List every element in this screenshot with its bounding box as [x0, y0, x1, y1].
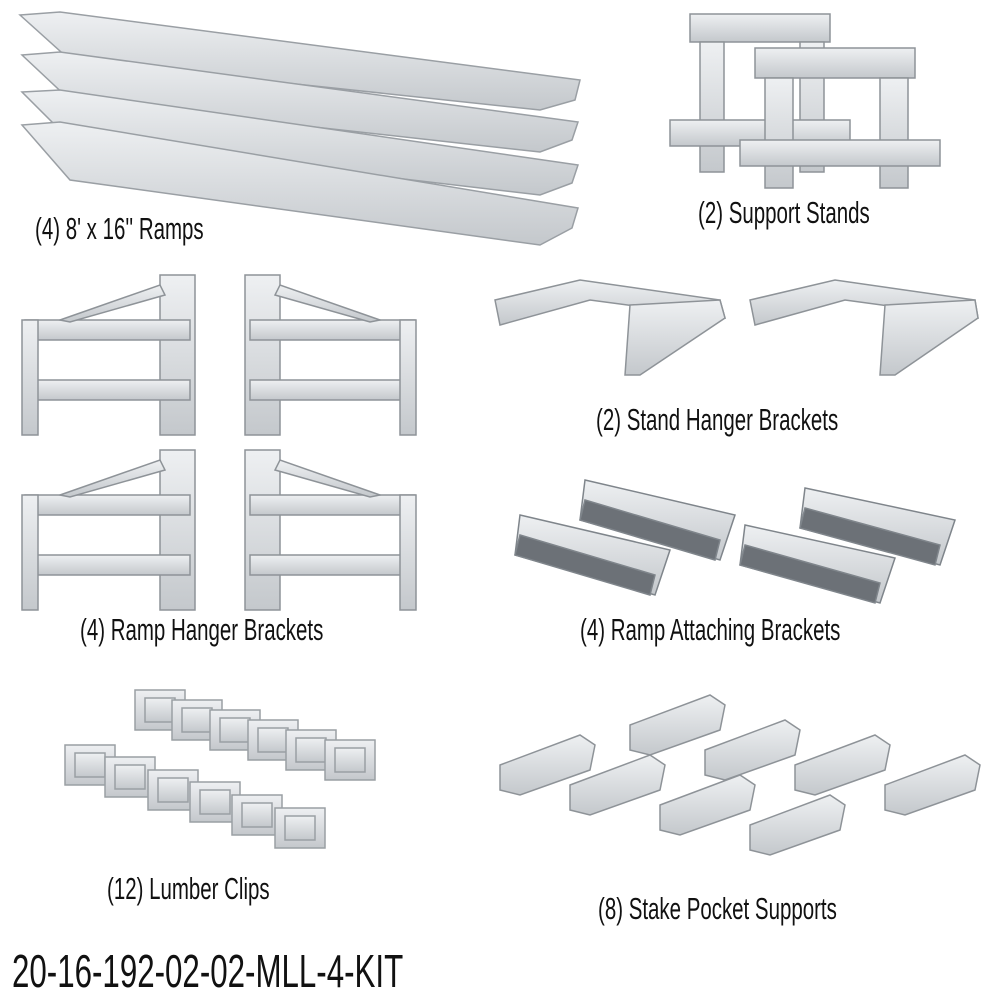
lumber-clip-slot	[74, 752, 106, 778]
kit-sku: 20-16-192-02-02-MLL-4-KIT	[12, 945, 404, 997]
ramp-attaching-brackets-label: (4) Ramp Attaching Brackets	[580, 612, 841, 647]
ramps-photo	[18, 11, 581, 246]
stake-pocket-supports-label: (8) Stake Pocket Supports	[598, 891, 837, 926]
stake-pocket-supports-photo	[499, 694, 981, 856]
lumber-clips-photo	[64, 689, 376, 849]
stake-pocket-support	[749, 794, 846, 856]
lumber-clip-slot	[257, 727, 289, 753]
ramps-label: (4) 8' x 16'' Ramps	[35, 211, 204, 246]
stake-pocket-support	[569, 754, 666, 816]
lumber-clip-slot	[114, 764, 146, 790]
lumber-clip-slot	[181, 707, 213, 733]
stake-pocket-support	[499, 734, 596, 796]
lumber-clip-slot	[199, 789, 231, 815]
lumber-clip-slot	[295, 737, 327, 763]
stake-pocket-support	[629, 694, 726, 756]
support-stands-photo	[669, 13, 941, 189]
lumber-clips-label: (12) Lumber Clips	[107, 871, 270, 906]
ramp-attaching-brackets-photo	[514, 479, 956, 604]
support-stands-label: (2) Support Stands	[698, 195, 870, 230]
lumber-clip-slot	[144, 697, 176, 723]
lumber-clip-slot	[241, 802, 273, 828]
lumber-clip-slot	[157, 777, 189, 803]
stake-pocket-support	[659, 774, 756, 836]
ramp-hanger-brackets-photo	[21, 274, 417, 611]
lumber-clip-slot	[334, 747, 366, 773]
lumber-clip-slot	[284, 815, 316, 841]
stake-pocket-support	[884, 754, 981, 816]
stand-hanger-brackets-label: (2) Stand Hanger Brackets	[596, 402, 839, 437]
stand-hanger-brackets-photo	[494, 279, 979, 376]
stake-pocket-support	[704, 719, 801, 781]
lumber-clip-slot	[219, 717, 251, 743]
ramp-hanger-brackets-label: (4) Ramp Hanger Brackets	[80, 612, 324, 647]
stake-pocket-support	[794, 734, 891, 796]
